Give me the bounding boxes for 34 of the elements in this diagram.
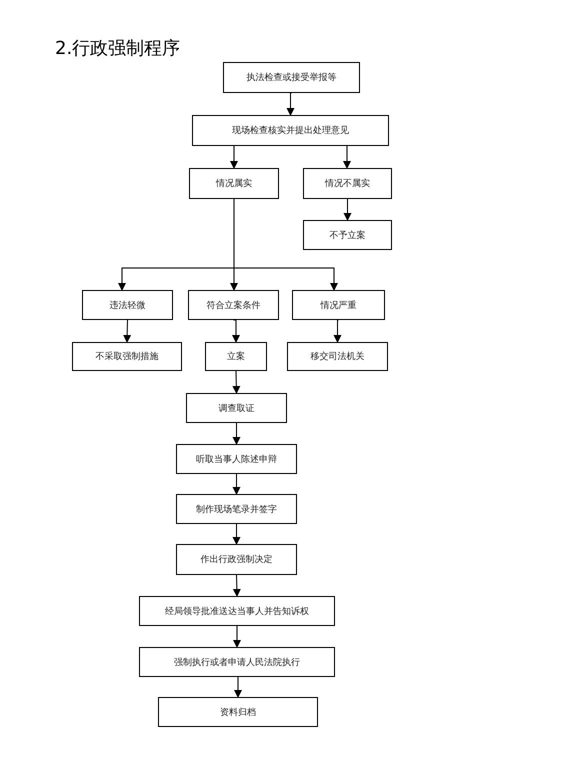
- arrow: [232, 474, 240, 495]
- arrow: [123, 320, 132, 343]
- process-box: 情况不属实: [303, 168, 392, 199]
- arrow: [232, 320, 240, 343]
- arrow: [343, 146, 351, 169]
- arrow: [233, 626, 241, 648]
- process-box: 制作现场笔录并签字: [176, 494, 297, 524]
- process-box: 情况属实: [189, 168, 279, 199]
- process-box: 违法轻微: [82, 290, 173, 320]
- process-box: 听取当事人陈述申辩: [176, 444, 297, 474]
- arrow: [232, 370, 240, 394]
- process-box: 执法检查或接受举报等: [223, 62, 360, 93]
- arrow: [232, 524, 240, 545]
- arrow: [232, 574, 241, 597]
- process-box: 作出行政强制决定: [176, 544, 297, 575]
- process-box: 资料归档: [158, 697, 318, 727]
- title: 2.行政强制程序: [55, 37, 180, 60]
- process-box: 移交司法机关: [287, 342, 388, 371]
- process-box: 符合立案条件: [188, 290, 279, 320]
- arrow: [234, 674, 242, 698]
- arrow: [234, 198, 338, 291]
- arrow: [230, 146, 238, 169]
- arrow: [344, 198, 352, 221]
- process-box: 不采取强制措施: [72, 342, 182, 371]
- process-box: 调查取证: [186, 393, 287, 423]
- arrow: [286, 92, 294, 116]
- process-box: 不予立案: [303, 220, 392, 250]
- process-box: 立案: [205, 342, 267, 371]
- arrow: [232, 422, 240, 445]
- arrow: [334, 320, 342, 343]
- process-box: 现场检查核实并提出处理意见: [192, 115, 389, 146]
- process-box: 经局领导批准送达当事人并告知诉权: [139, 596, 335, 626]
- process-box: 强制执行或者申请人民法院执行: [139, 647, 335, 677]
- process-box: 情况严重: [292, 290, 385, 320]
